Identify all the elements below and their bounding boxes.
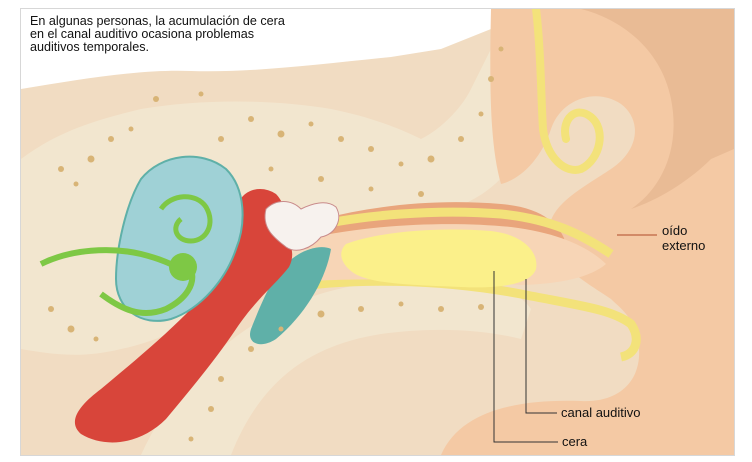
wax-plug (341, 230, 536, 288)
caption: En algunas personas, la acumulación de c… (30, 15, 390, 55)
caption-line-3: auditivos temporales. (30, 41, 390, 54)
outer-ear-label-line-1: oído (662, 223, 705, 238)
outer-ear-label: oído externo (662, 223, 705, 253)
ear-canal-label: canal auditivo (561, 405, 641, 420)
wax-label: cera (562, 434, 587, 449)
ear-anatomy-illustration (21, 9, 734, 455)
outer-ear-label-line-2: externo (662, 238, 705, 253)
diagram-frame: En algunas personas, la acumulación de c… (20, 8, 735, 456)
nerve-ganglion (169, 253, 197, 281)
